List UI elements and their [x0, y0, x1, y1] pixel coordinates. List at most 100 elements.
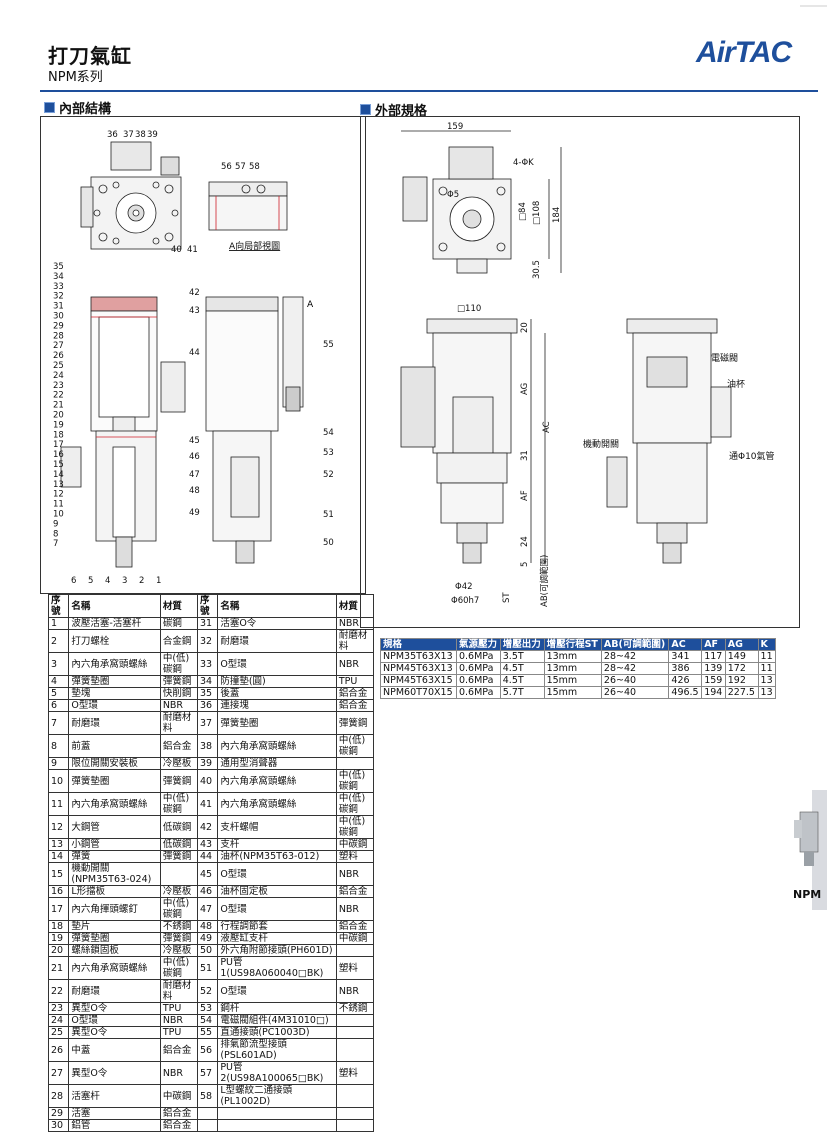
view-a-caption: A向局部視圖 [229, 240, 280, 252]
callout-label: 35 [53, 262, 64, 272]
parts-cell: 活塞 [68, 1107, 161, 1120]
parts-cell: 51 [196, 956, 219, 980]
parts-cell: 52 [196, 979, 219, 1003]
parts-cell: 中碳鋼 [335, 838, 375, 851]
spec-header-cell: AB(可調範圍) [600, 638, 670, 651]
spec-header-cell: 氣源壓力 [455, 638, 501, 651]
parts-cell: 螺絲鎖固板 [68, 944, 161, 957]
view-a [208, 181, 288, 231]
parts-cell: 排氣節流型接頭(PSL601AD) [217, 1038, 337, 1062]
parts-cell: 低碳鋼 [159, 838, 198, 851]
dim-label: 4-ΦK [513, 158, 534, 168]
parts-cell: 中(低)碳鋼 [159, 956, 198, 980]
parts-cell [335, 1107, 375, 1120]
parts-cell: 機動開關(NPM35T63-024) [68, 862, 161, 886]
parts-cell: 9 [47, 757, 70, 770]
callouts-left: 3534333231302928272625242322212019181716… [53, 262, 64, 549]
callout-label: 57 [235, 162, 246, 172]
parts-cell: 44 [196, 850, 219, 863]
parts-cell: 中蓋 [68, 1038, 161, 1062]
callout-label: 49 [189, 508, 200, 518]
parts-cell: 49 [196, 932, 219, 945]
parts-cell: 彈簧墊圈 [68, 769, 161, 793]
callout-label: 50 [323, 538, 334, 548]
spec-cell: 13 [757, 686, 777, 699]
parts-cell: 內六角承窩頭螺絲 [68, 792, 161, 816]
parts-cell: 不銹鋼 [159, 920, 198, 933]
parts-cell [217, 1107, 337, 1120]
callout-label: 43 [189, 306, 200, 316]
external-side-view [606, 318, 732, 564]
parts-cell: 不銹鋼 [335, 1002, 375, 1015]
side-section-view [205, 296, 304, 564]
dimension-labels: 159 4-ΦK Φ5 □84 □108 184 30.5 □110 20 AG… [447, 122, 775, 607]
callout-label: 21 [53, 401, 64, 411]
parts-cell: 墊塊 [68, 687, 161, 700]
parts-cell: 58 [196, 1084, 219, 1108]
parts-cell: 冷壓板 [159, 944, 198, 957]
side-tab-label: NPM [793, 888, 822, 901]
callout-label: 25 [53, 361, 64, 371]
parts-cell: 37 [196, 711, 219, 735]
spec-cell: 13mm [543, 662, 602, 675]
callout-label: 17 [53, 440, 64, 450]
parts-cell [335, 1119, 375, 1132]
dim-label: 20 [520, 322, 530, 333]
parts-cell: NBR [159, 1061, 198, 1085]
parts-cell: 異型O令 [68, 1026, 161, 1039]
parts-cell: 23 [47, 1002, 70, 1015]
section-internal-label: 內部結構 [59, 102, 112, 117]
parts-cell: NBR [335, 617, 375, 630]
parts-cell: 鋁合金 [335, 687, 375, 700]
parts-cell [335, 1084, 375, 1108]
parts-cell: 48 [196, 920, 219, 933]
callout-label: 7 [53, 539, 58, 549]
parts-cell: 支杆螺帽 [217, 815, 337, 839]
callout-label: 37 [123, 130, 134, 140]
callout-label: 10 [53, 510, 64, 520]
parts-cell: NBR [335, 897, 375, 921]
external-top-view [401, 130, 562, 274]
callout-label: 38 [135, 130, 146, 140]
spec-header-cell: AC [668, 638, 703, 651]
callout-label: 13 [53, 480, 64, 490]
spec-cell: 0.6MPa [455, 650, 501, 663]
parts-cell: 30 [47, 1119, 70, 1132]
parts-cell: 41 [196, 792, 219, 816]
parts-cell: 彈簧墊圈 [217, 711, 337, 735]
spec-cell: 5.7T [499, 686, 545, 699]
parts-cell: 冷壓板 [159, 757, 198, 770]
spec-header-cell: 增壓行程ST [543, 638, 602, 651]
parts-cell: 塑料 [335, 850, 375, 863]
parts-cell: 47 [196, 897, 219, 921]
callout-label: 45 [189, 436, 200, 446]
parts-cell: 內六角承窩頭螺絲 [68, 956, 161, 980]
external-spec-panel: 159 4-ΦK Φ5 □84 □108 184 30.5 □110 20 AG… [360, 116, 800, 628]
oil-cup-label: 油杯 [727, 378, 745, 390]
parts-cell: 4 [47, 675, 70, 688]
spec-cell: 26~40 [600, 686, 670, 699]
parts-cell: 20 [47, 944, 70, 957]
spec-cell: NPM45T63X15 [380, 674, 457, 687]
parts-cell: O型環 [217, 862, 337, 886]
parts-cell: 中(低)碳鋼 [335, 792, 375, 816]
callout-label: 29 [53, 321, 64, 331]
callout-label: 56 [221, 162, 232, 172]
spec-cell: 4.5T [499, 674, 545, 687]
parts-cell: 耐磨材料 [159, 979, 198, 1003]
parts-cell: 19 [47, 932, 70, 945]
parts-cell: 鋁合金 [159, 1107, 198, 1120]
dim-label: 159 [447, 122, 463, 132]
